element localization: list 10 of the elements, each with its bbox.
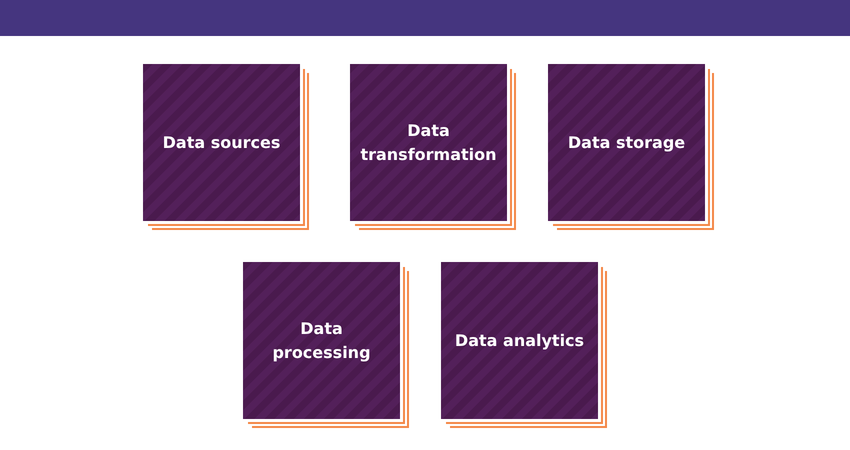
card-title: Data transformation <box>360 120 497 166</box>
card-title: Data processing <box>271 318 372 364</box>
card-title: Data sources <box>162 132 280 154</box>
topic-card <box>143 64 300 221</box>
topic-card <box>548 64 705 221</box>
card-title: Data storage <box>568 132 686 154</box>
card-title: Data analytics <box>454 330 584 352</box>
topic-card <box>350 64 507 221</box>
topic-card <box>441 262 598 419</box>
topic-card <box>243 262 400 419</box>
